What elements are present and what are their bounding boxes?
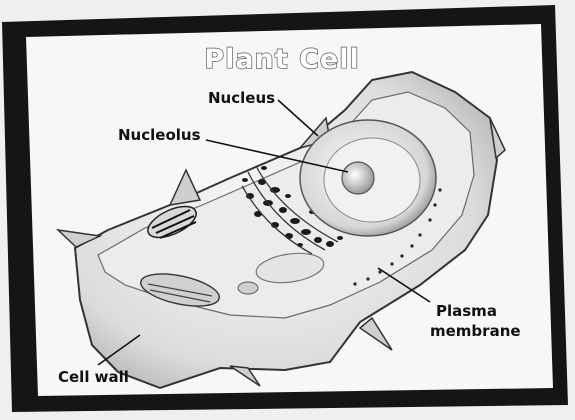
label-cell-wall: Cell wall [58, 368, 129, 386]
vesicle [238, 282, 258, 294]
label-plasma-membrane-line1: Plasma [436, 302, 497, 320]
nucleus [300, 120, 436, 236]
label-nucleus: Nucleus [208, 89, 275, 107]
label-nucleolus: Nucleolus [118, 126, 201, 144]
nucleolus [342, 162, 374, 194]
figure-title: Plant Cell [204, 44, 359, 75]
label-plasma-membrane-line2: membrane [430, 322, 521, 340]
